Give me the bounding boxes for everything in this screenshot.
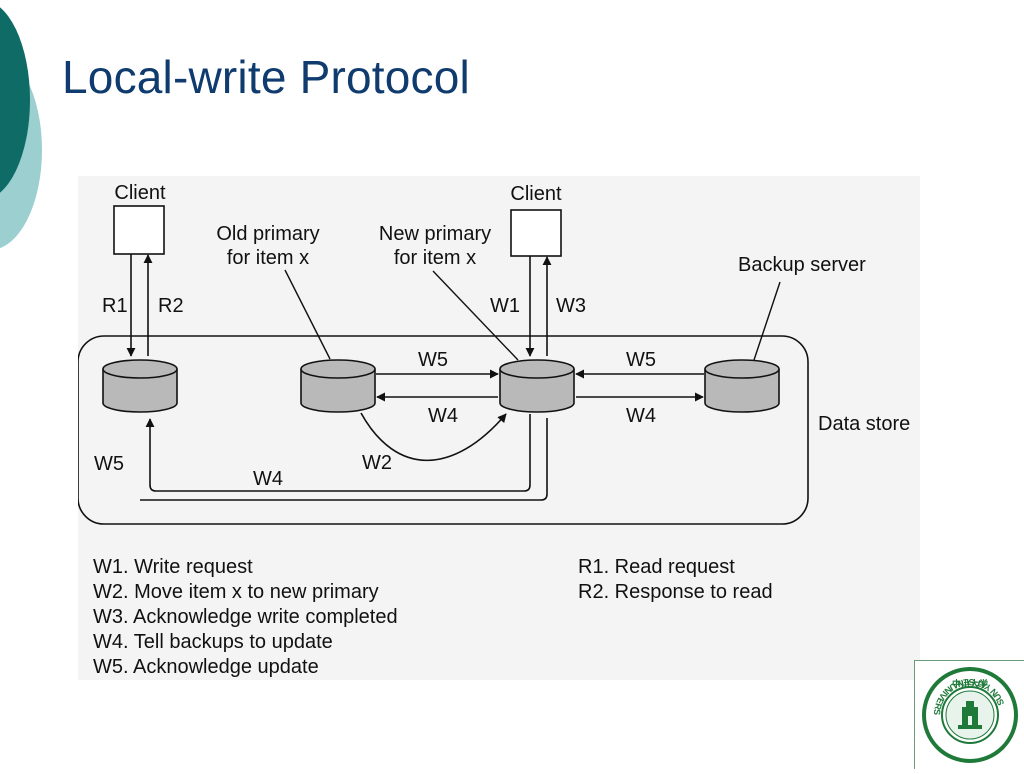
client-left-box — [113, 205, 165, 255]
pointer-old-primary — [284, 269, 331, 360]
label-w1: W1 — [490, 295, 520, 317]
label-w4-bottom: W4 — [253, 468, 283, 490]
label-old-primary-line2: for item x — [227, 247, 309, 269]
legend-w2: W2. Move item x to new primary — [93, 581, 379, 603]
university-logo: 中山大学 SUN YAT-SEN UNIVERSITY — [912, 653, 1024, 769]
legend-r1: R1. Read request — [578, 556, 735, 578]
pointer-new-primary — [432, 270, 519, 361]
slide-decoration — [0, 7, 42, 249]
university-seal: 中山大学 SUN YAT-SEN UNIVERSITY — [912, 653, 1018, 763]
legend-w1: W1. Write request — [93, 556, 253, 578]
label-w4-backup: W4 — [626, 405, 656, 427]
legend-w5: W5. Acknowledge update — [93, 656, 319, 678]
label-w3: W3 — [556, 295, 586, 317]
legend-w4: W4. Tell backups to update — [93, 631, 333, 653]
arrow-w2 — [360, 412, 507, 461]
arrow-w4-bottom — [140, 418, 548, 501]
label-w5-old: W5 — [418, 349, 448, 371]
legend-w3: W3. Acknowledge write completed — [93, 606, 398, 628]
label-r2: R2 — [158, 295, 184, 317]
label-new-primary-line2: for item x — [394, 247, 476, 269]
label-new-primary-line1: New primary — [379, 223, 491, 245]
data-store-box — [78, 335, 809, 525]
disk-old-primary — [300, 359, 376, 413]
client-right-box — [510, 209, 562, 257]
label-w5-left: W5 — [94, 453, 124, 475]
seal-top-text: 中山大学 — [952, 678, 988, 689]
arrow-w5-left — [145, 414, 531, 492]
label-w2: W2 — [362, 452, 392, 474]
disk-left — [102, 359, 178, 413]
protocol-diagram: Client Client Old primary for item x New… — [78, 176, 920, 680]
label-client-right: Client — [510, 183, 562, 205]
label-w5-backup: W5 — [626, 349, 656, 371]
label-data-store: Data store — [818, 413, 910, 435]
slide-title: Local-write Protocol — [62, 51, 470, 103]
label-w4-old: W4 — [428, 405, 458, 427]
pointer-backup — [753, 281, 781, 361]
diagram-canvas: Client Client Old primary for item x New… — [78, 182, 910, 525]
label-r1: R1 — [102, 295, 128, 317]
label-old-primary-line1: Old primary — [216, 223, 319, 245]
disk-new-primary — [499, 359, 575, 413]
legend-r2: R2. Response to read — [578, 581, 773, 603]
disk-backup — [704, 359, 780, 413]
label-backup-server: Backup server — [738, 254, 866, 276]
decor-dark-shape — [0, 7, 30, 193]
label-client-left: Client — [114, 182, 166, 204]
